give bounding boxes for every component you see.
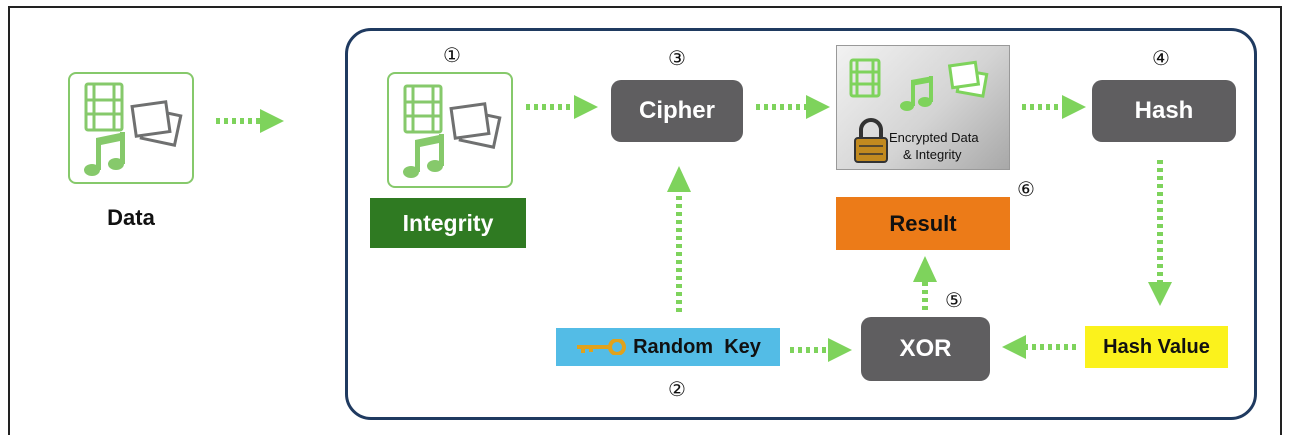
outer-frame bbox=[8, 6, 1282, 435]
arrow-hashvalue-to-xor bbox=[1002, 335, 1076, 359]
key-icon bbox=[577, 339, 627, 355]
xor-box: XOR bbox=[861, 317, 990, 381]
random-key-label: Random Key bbox=[633, 335, 761, 358]
music-note-icon bbox=[900, 76, 933, 111]
step-marker-6: ⑥ bbox=[1017, 179, 1035, 201]
step-marker-1: ① bbox=[443, 45, 461, 67]
arrow-integrity-to-cipher bbox=[526, 95, 598, 119]
photos-icon bbox=[130, 100, 183, 147]
hash-box: Hash bbox=[1092, 80, 1236, 142]
hash-value-box: Hash Value bbox=[1085, 326, 1228, 368]
arrow-encrypted-to-hash bbox=[1022, 95, 1086, 119]
encrypted-data-card: Encrypted Data & Integrity bbox=[836, 45, 1010, 170]
film-icon bbox=[849, 58, 881, 98]
step-marker-2: ② bbox=[668, 379, 686, 401]
media-icons bbox=[403, 84, 502, 178]
film-icon bbox=[403, 84, 443, 134]
arrow-cipher-to-encrypted bbox=[756, 95, 830, 119]
music-note-icon bbox=[84, 132, 125, 176]
arrow-key-to-xor bbox=[790, 338, 852, 362]
arrow-key-to-cipher bbox=[667, 166, 691, 312]
data-media-card bbox=[68, 72, 194, 184]
film-icon bbox=[84, 82, 124, 132]
random-key-box: Random Key bbox=[556, 328, 780, 366]
result-box: Result bbox=[836, 197, 1010, 250]
encrypted-text-line1: Encrypted Data bbox=[889, 130, 979, 145]
cipher-box: Cipher bbox=[611, 80, 743, 142]
step-marker-4: ④ bbox=[1152, 48, 1170, 70]
arrow-data-to-panel bbox=[216, 109, 284, 133]
photos-icon bbox=[449, 102, 502, 149]
music-note-icon bbox=[403, 134, 444, 178]
integrity-media-card bbox=[387, 72, 513, 188]
photos-icon bbox=[947, 60, 989, 98]
process-panel bbox=[345, 28, 1257, 420]
media-icons bbox=[84, 82, 183, 176]
data-label: Data bbox=[107, 205, 155, 230]
encrypted-icons bbox=[849, 58, 989, 163]
lock-icon bbox=[854, 118, 888, 163]
arrow-xor-to-result bbox=[913, 256, 937, 310]
arrow-hash-to-hashvalue bbox=[1148, 160, 1172, 306]
step-marker-3: ③ bbox=[668, 48, 686, 70]
integrity-box: Integrity bbox=[370, 198, 526, 248]
encrypted-text-line2: & Integrity bbox=[903, 147, 962, 162]
step-marker-5: ⑤ bbox=[945, 290, 963, 312]
